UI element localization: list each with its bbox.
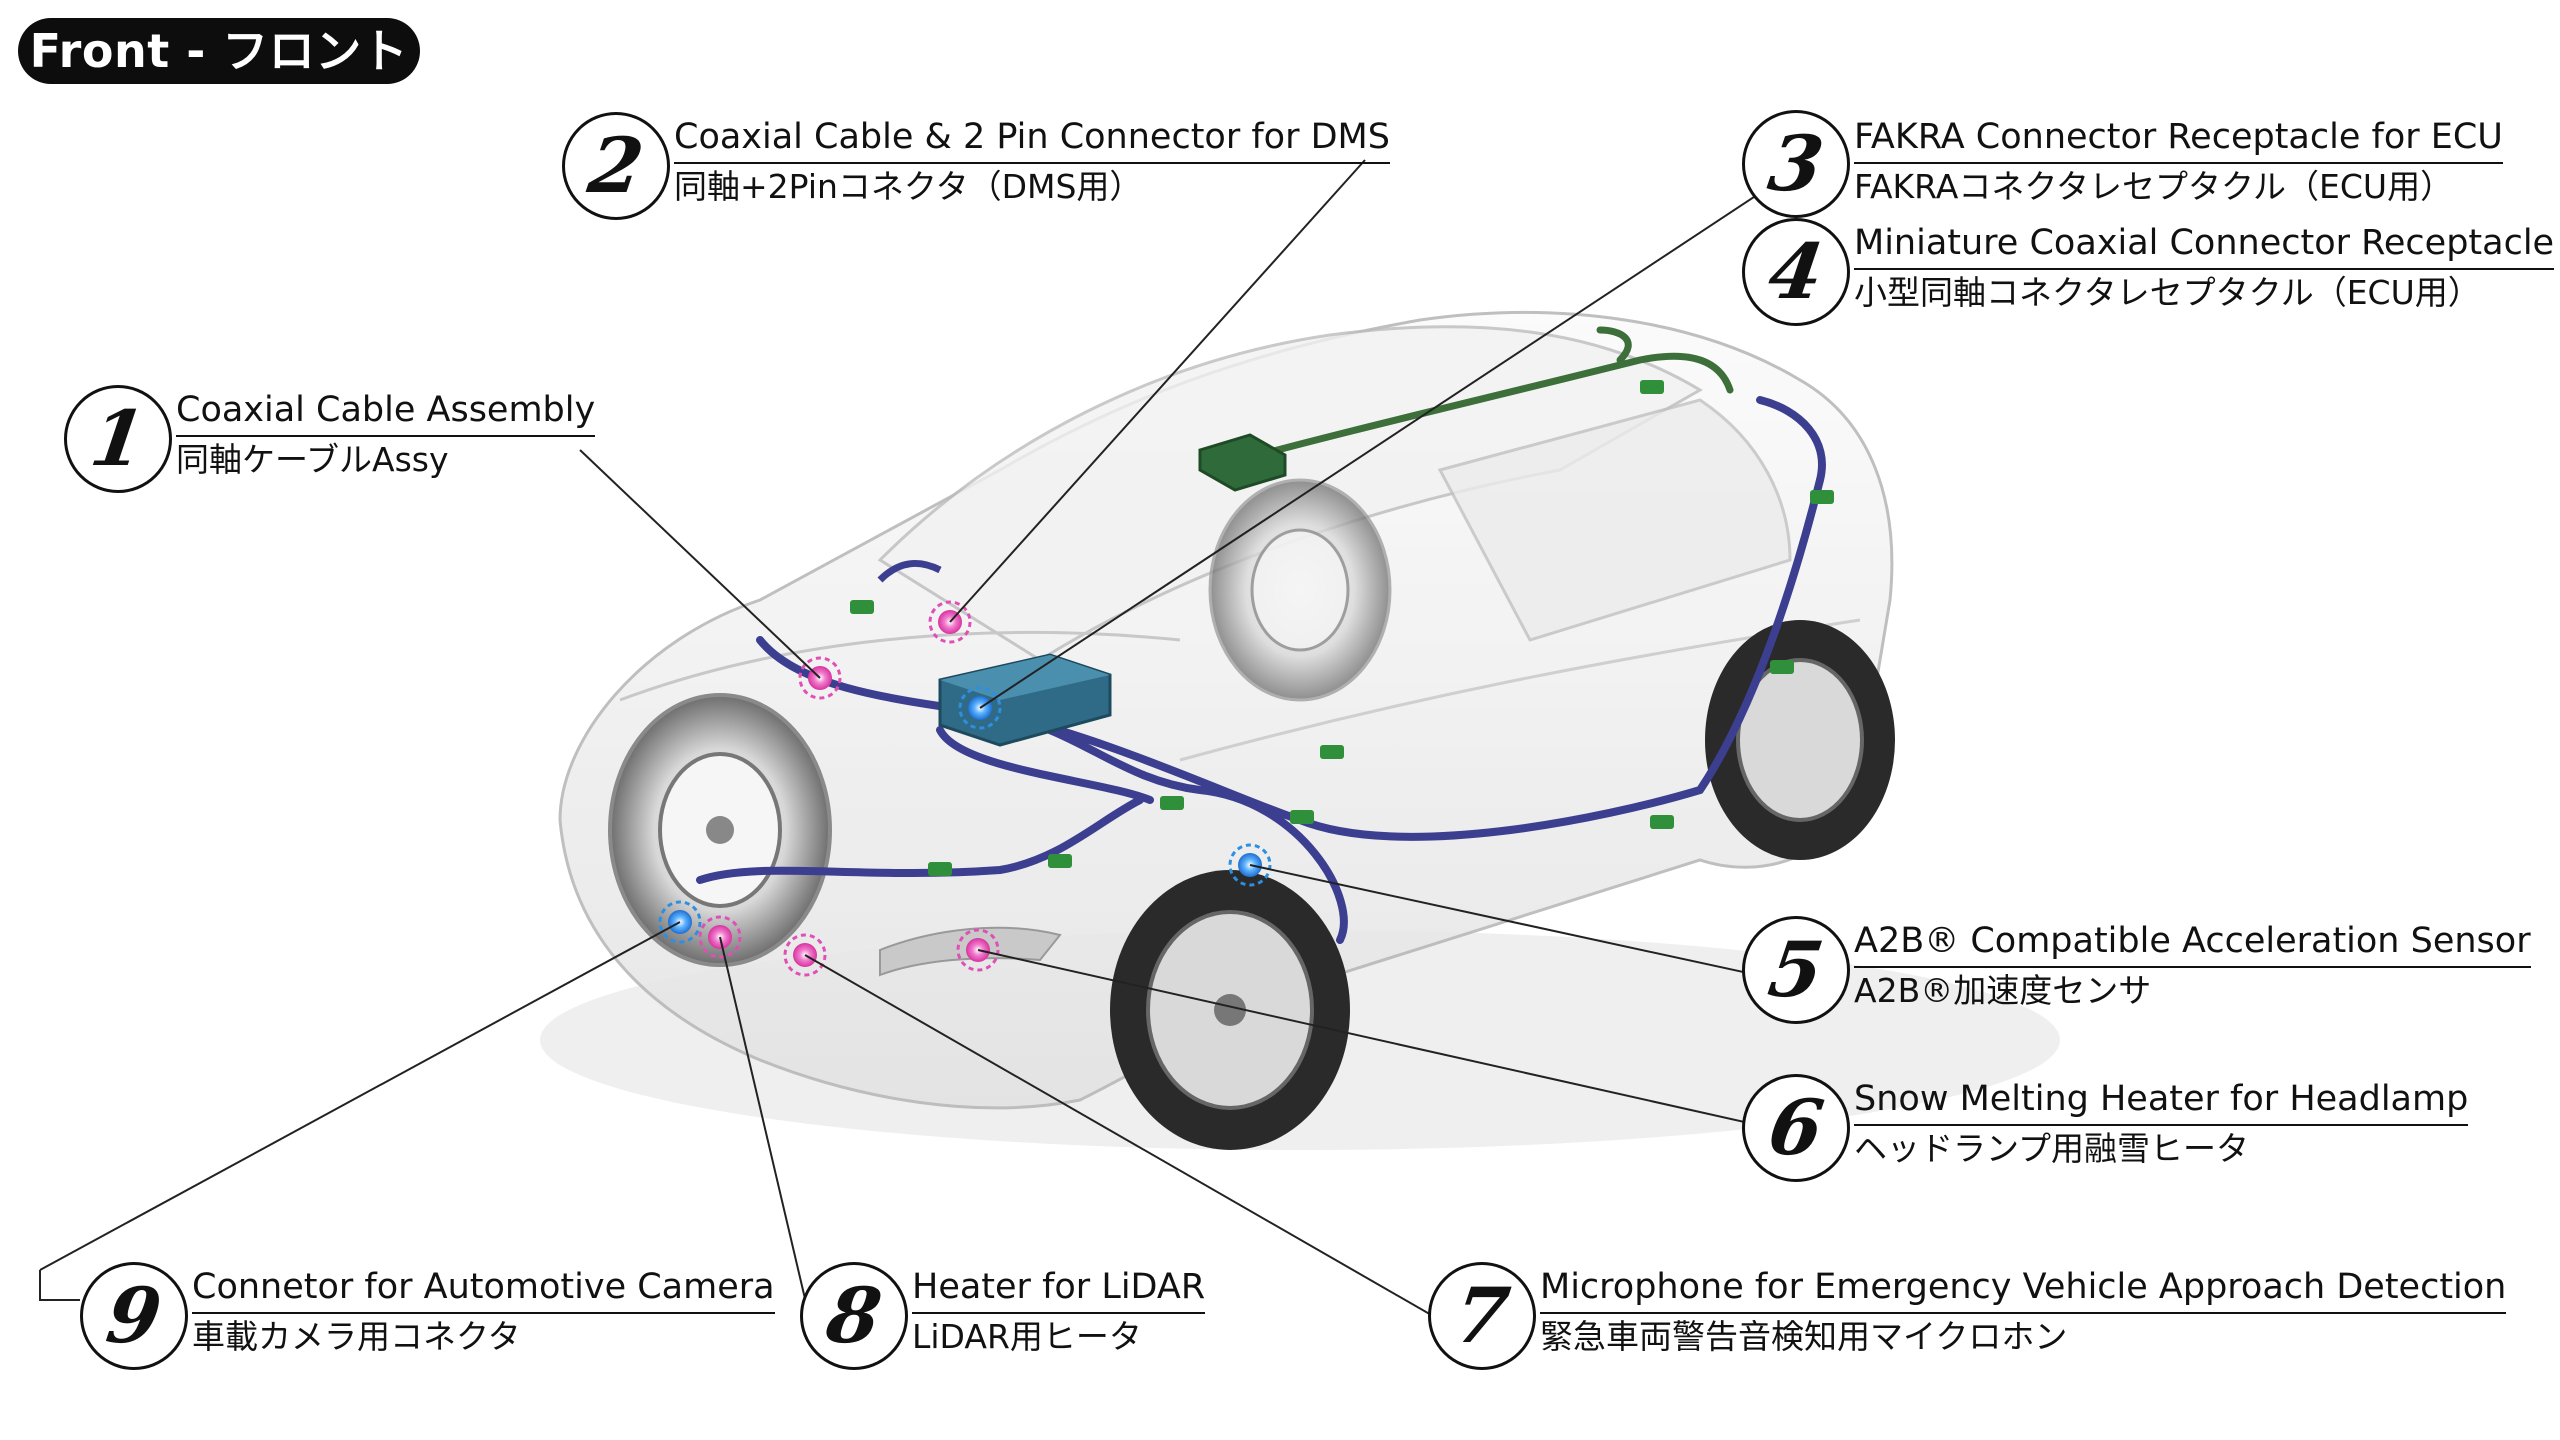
- callout-number-circle: 2: [562, 112, 670, 220]
- callout-number-circle: 9: [80, 1262, 188, 1370]
- callout-label-en: Coaxial Cable & 2 Pin Connector for DMS: [674, 114, 1390, 164]
- callout-label-ja: 同軸ケーブルAssy: [176, 440, 449, 479]
- callout-number: 9: [101, 1271, 167, 1360]
- callout-label-en: FAKRA Connector Receptacle for ECU: [1854, 114, 2503, 164]
- callout-number: 7: [1449, 1271, 1515, 1360]
- callout-label-en: Miniature Coaxial Connector Receptacle: [1854, 220, 2555, 270]
- view-badge: Front - フロント: [18, 18, 420, 84]
- callout-number-circle: 1: [64, 385, 172, 493]
- wheel-front-right: [1208, 478, 1392, 702]
- wheel-rear-left: [1110, 870, 1350, 1150]
- car-side-window: [1437, 398, 1792, 642]
- hood-line: [619, 631, 1181, 702]
- callout-label-ja: 小型同軸コネクタレセプタクル（ECU用）: [1854, 273, 2481, 312]
- callout-label-en: Heater for LiDAR: [912, 1264, 1206, 1314]
- callout-number: 4: [1763, 227, 1829, 316]
- callout-label-ja: FAKRAコネクタレセプタクル（ECU用）: [1854, 167, 2454, 206]
- callout-label-ja: ヘッドランプ用融雪ヒータ: [1854, 1129, 2250, 1168]
- callout-number: 5: [1763, 925, 1829, 1014]
- leader-lines: [39, 159, 1811, 1321]
- callout-number-circle: 4: [1742, 218, 1850, 326]
- callout-label-en: Microphone for Emergency Vehicle Approac…: [1540, 1264, 2507, 1314]
- callout-label-ja: A2B®加速度センサ: [1854, 971, 2152, 1010]
- callout-label-ja: 同軸+2Pinコネクタ（DMS用）: [674, 167, 1143, 206]
- roof-module: [1198, 433, 1287, 492]
- callout-label-en: Snow Melting Heater for Headlamp: [1854, 1076, 2469, 1126]
- callout-number: 3: [1763, 119, 1829, 208]
- harness-green: [1236, 326, 1734, 464]
- harness-blue: [696, 396, 1826, 944]
- callout-number-circle: 7: [1428, 1262, 1536, 1370]
- callout-number-circle: 3: [1742, 110, 1850, 218]
- callout-number-circle: 6: [1742, 1074, 1850, 1182]
- harness-connectors: [850, 380, 1834, 876]
- callout-number: 8: [821, 1271, 887, 1360]
- callout-label-en: A2B® Compatible Acceleration Sensor: [1854, 918, 2531, 968]
- callout-number: 6: [1763, 1083, 1829, 1172]
- callout-label-en: Connetor for Automotive Camera: [192, 1264, 775, 1314]
- wheel-front-left: [608, 693, 832, 967]
- callout-label-ja: LiDAR用ヒータ: [912, 1317, 1142, 1356]
- callout-number: 2: [583, 121, 649, 210]
- harness-blue-front: [877, 559, 942, 583]
- callout-number: 1: [85, 394, 151, 483]
- callout-number-circle: 5: [1742, 916, 1850, 1024]
- callout-label-en: Coaxial Cable Assembly: [176, 387, 596, 437]
- callout-label-ja: 緊急車両警告音検知用マイクロホン: [1540, 1317, 2068, 1356]
- callout-label-ja: 車載カメラ用コネクタ: [192, 1317, 521, 1356]
- callout-number-circle: 8: [800, 1262, 908, 1370]
